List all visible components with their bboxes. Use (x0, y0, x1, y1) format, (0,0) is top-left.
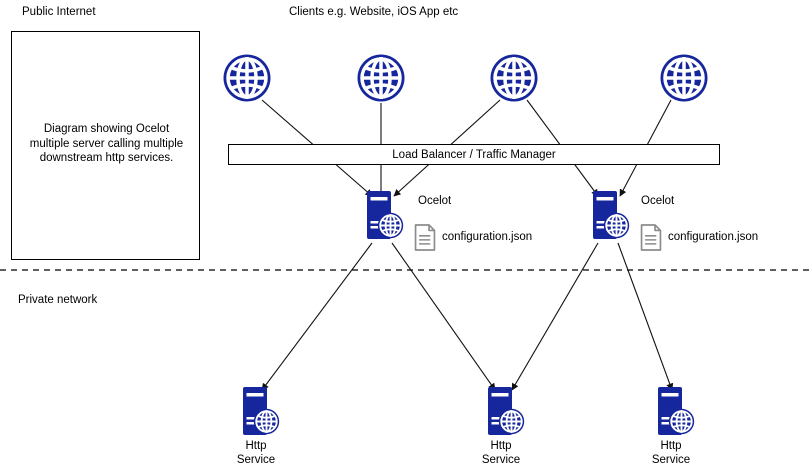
private-network-label: Private network (18, 294, 98, 306)
document-icon[interactable] (640, 224, 662, 251)
http-service-1-line2: Service (236, 453, 276, 466)
http-service-2-line1: Http (490, 440, 512, 452)
http-service-node-1[interactable] (243, 387, 280, 435)
http-service-3-line2: Service (651, 453, 691, 466)
ocelot-2-label: Ocelot (641, 195, 675, 207)
globe-icon (498, 408, 525, 435)
clients-caption: Clients e.g. Website, iOS App etc (289, 6, 459, 18)
description-text: Diagram showing Ocelot multiple server c… (29, 123, 184, 164)
http-service-node-2[interactable] (488, 387, 525, 435)
load-balancer-bar[interactable]: Load Balancer / Traffic Manager (228, 144, 720, 165)
http-service-node-3[interactable] (658, 387, 695, 435)
http-service-1-line1: Http (245, 440, 267, 452)
http-service-2-label: Http Service (451, 440, 551, 467)
configuration-json-label-2: configuration.json (668, 231, 759, 243)
client-globes-group (222, 53, 709, 103)
document-icon[interactable] (414, 224, 436, 251)
description-box: Diagram showing Ocelot multiple server c… (11, 31, 200, 260)
ocelot-1-label: Ocelot (418, 195, 452, 207)
ocelot-node-1[interactable] (367, 191, 404, 239)
globe-icon[interactable] (222, 53, 272, 103)
globe-icon[interactable] (356, 53, 406, 103)
http-service-3-label: Http Service (621, 440, 721, 467)
http-service-3-line1: Http (660, 440, 682, 452)
globe-icon[interactable] (659, 53, 709, 103)
http-service-2-line2: Service (481, 453, 521, 466)
globe-icon (253, 408, 280, 435)
ocelot-to-service-edges (261, 242, 674, 391)
http-service-1-label: Http Service (206, 440, 306, 467)
ocelot-node-2[interactable] (593, 191, 630, 239)
configuration-json-label-1: configuration.json (442, 231, 533, 243)
globe-icon (668, 408, 695, 435)
globe-icon[interactable] (489, 53, 539, 103)
globe-icon (603, 212, 630, 239)
globe-icon (377, 212, 404, 239)
load-balancer-label: Load Balancer / Traffic Manager (392, 148, 556, 161)
public-internet-label: Public Internet (22, 6, 96, 18)
